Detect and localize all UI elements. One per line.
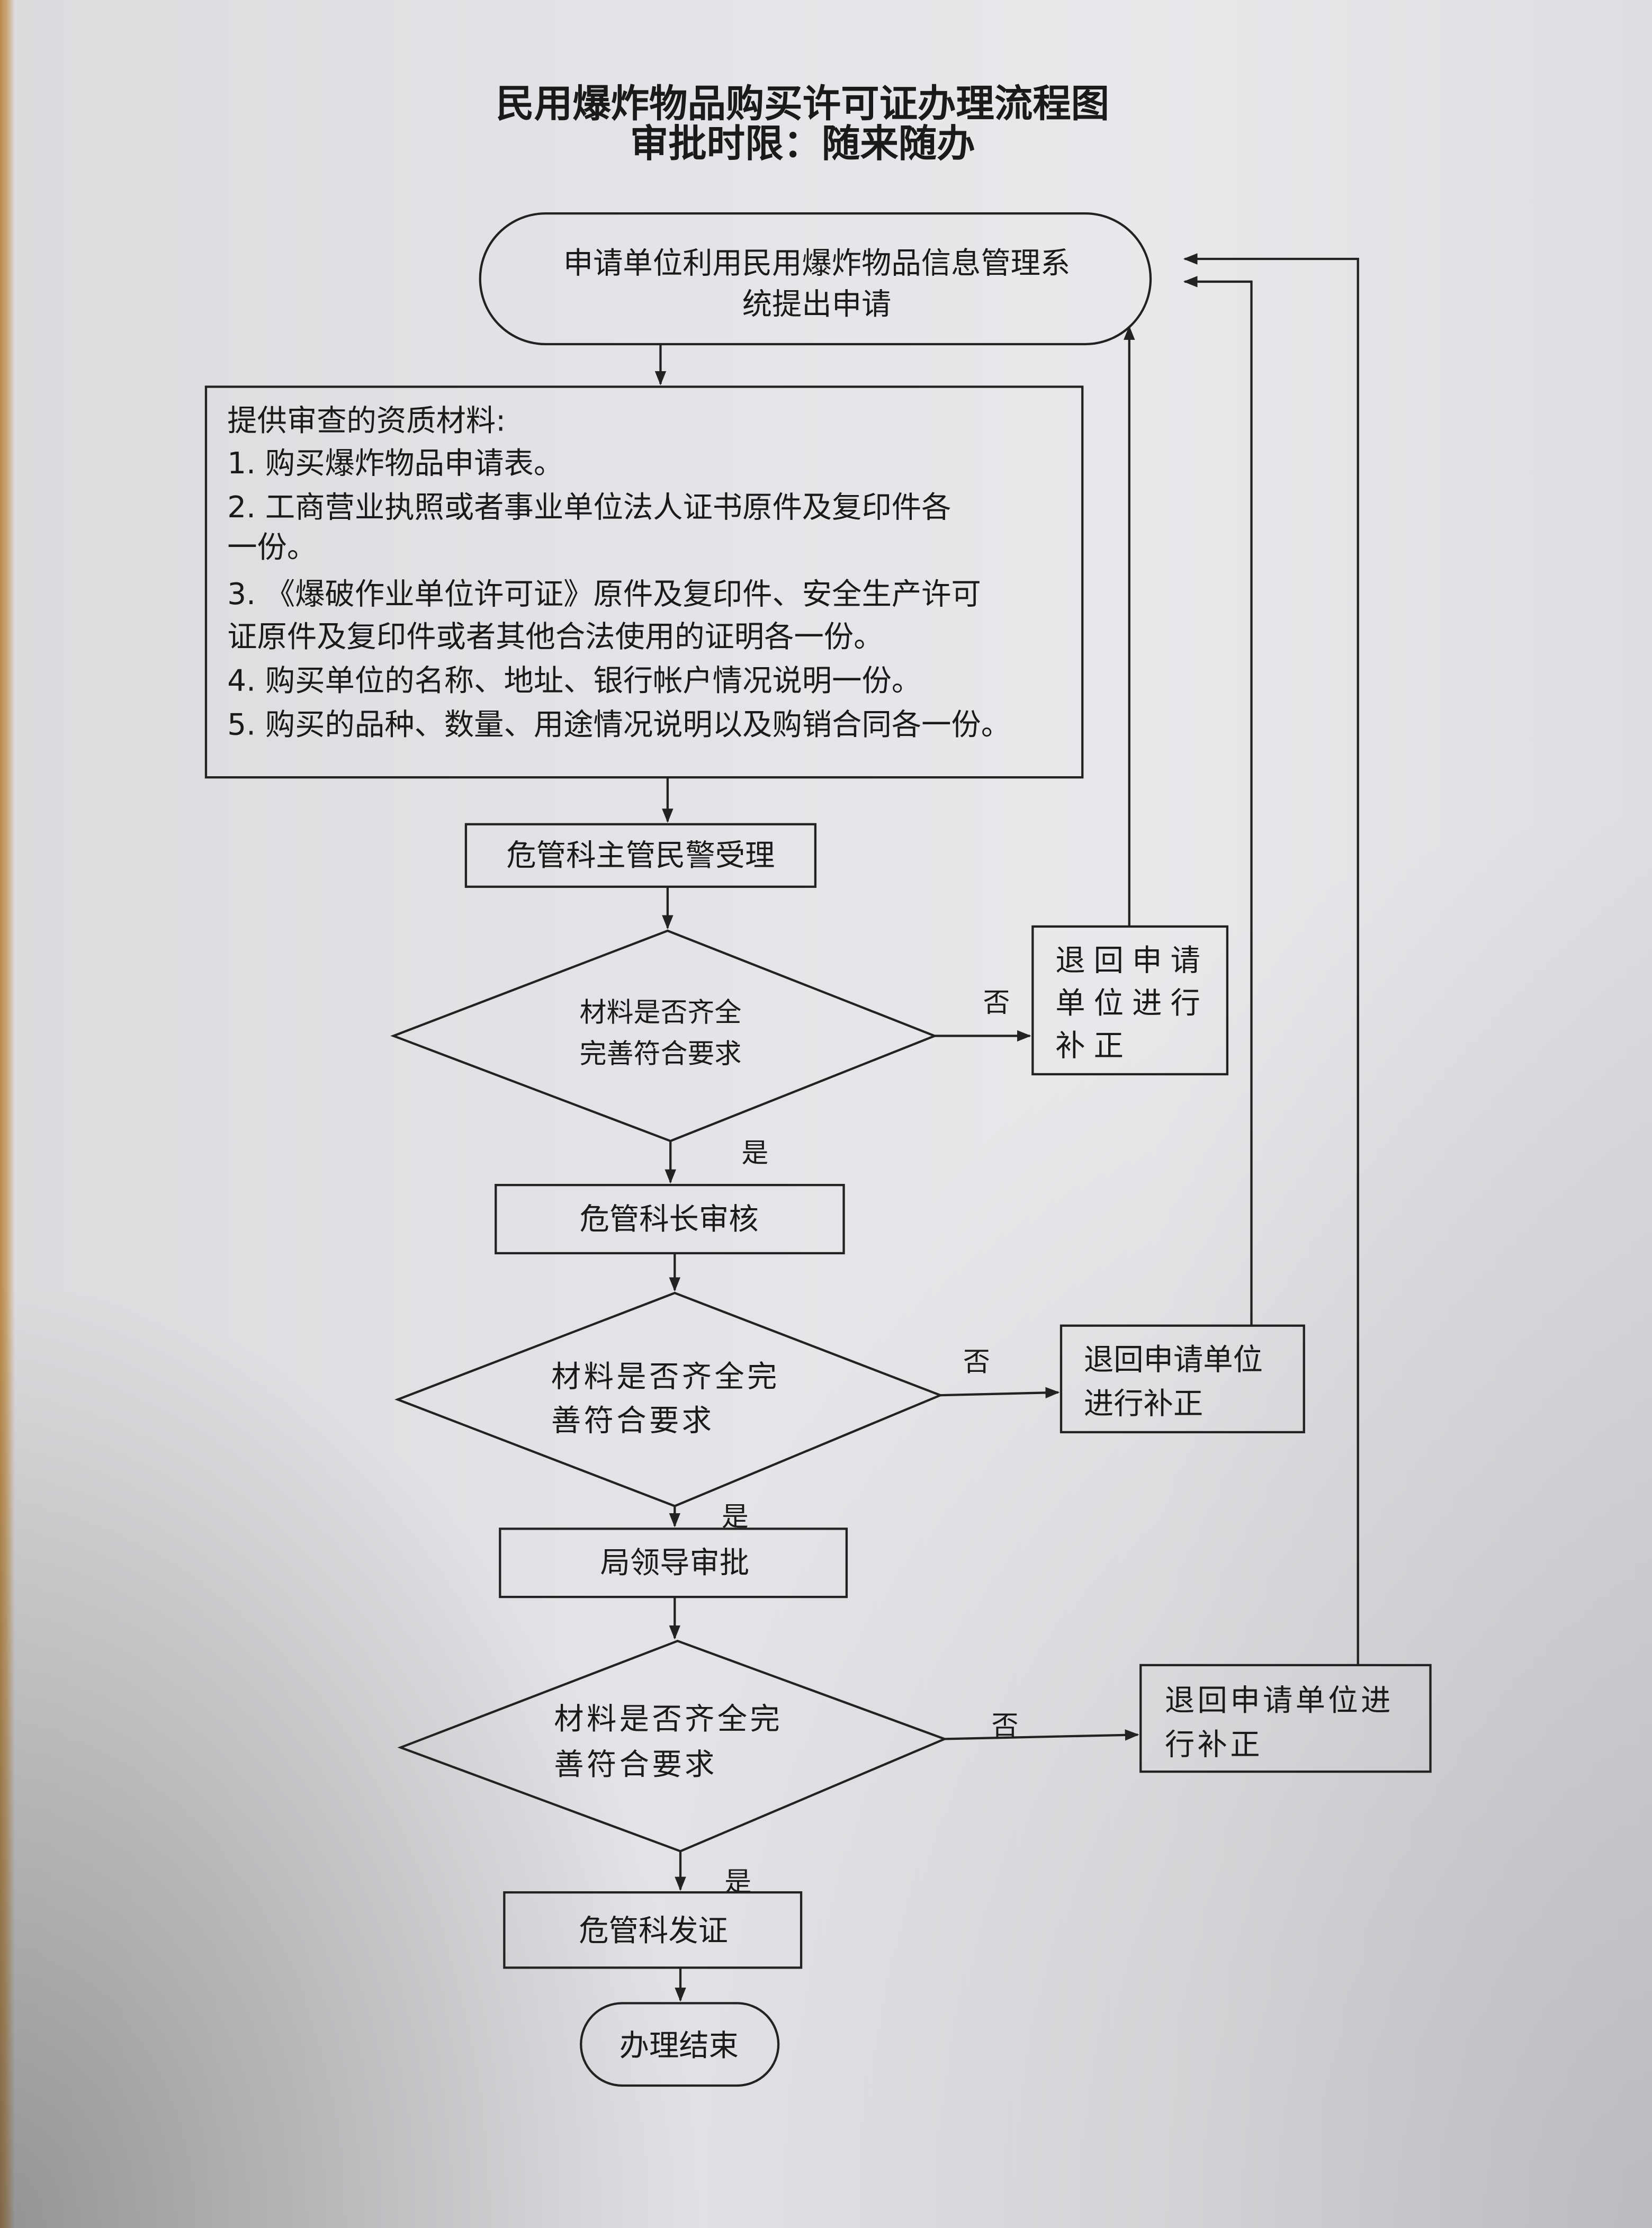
no-label-3: 否 [992, 1710, 1019, 1741]
title-line2: 审批时限：随来随办 [630, 122, 975, 166]
return-box-1: 退回申请 单位进行 补正 [1031, 925, 1229, 1076]
arrow-no-2 [940, 1387, 1060, 1399]
materials-line: 1. 购买爆炸物品申请表。 [227, 446, 563, 481]
return-box-2: 退回申请单位 进行补正 [1060, 1324, 1305, 1434]
materials-line: 证原件及复印件或者其他合法使用的证明各一份。 [227, 619, 883, 654]
decision-3: 材料是否齐全完 善符合要求 [397, 1639, 948, 1853]
materials-line: 3. 《爆破作业单位许可证》原件及复印件、安全生产许可 [227, 577, 981, 612]
materials-line: 2. 工商营业执照或者事业单位法人证书原件及复印件各 [227, 490, 951, 525]
return-2-text: 进行补正 [1084, 1387, 1203, 1421]
step-accept: 危管科主管民警受理 [464, 823, 817, 888]
yes-label-1: 是 [741, 1138, 768, 1169]
title-line1: 民用爆炸物品购买许可证办理流程图 [496, 82, 1109, 127]
decision-2-text: 善符合要求 [551, 1404, 714, 1438]
step-leader-approval-label: 局领导审批 [600, 1546, 749, 1580]
return-1-text: 单位进行 [1055, 986, 1209, 1021]
decision-1: 材料是否齐全 完善符合要求 [390, 929, 938, 1143]
decision-3-text: 材料是否齐全完 [554, 1702, 783, 1737]
no-label-2: 否 [963, 1347, 990, 1378]
no-label-1: 否 [983, 987, 1010, 1019]
return-2-text: 退回申请单位 [1084, 1343, 1263, 1377]
step-chief-review: 危管科长审核 [495, 1183, 845, 1255]
step-chief-review-label: 危管科长审核 [580, 1202, 759, 1236]
step-issue-permit-label: 危管科发证 [579, 1913, 728, 1948]
step-issue-permit: 危管科发证 [503, 1891, 803, 1969]
materials-line: 4. 购买单位的名称、地址、银行帐户情况说明一份。 [227, 664, 921, 698]
return-line-3 [1183, 253, 1359, 1665]
materials-line: 一份。 [227, 530, 317, 564]
decision-3-text: 善符合要求 [554, 1747, 717, 1782]
return-line-2 [1183, 276, 1253, 1326]
return-1-text: 补正 [1055, 1029, 1132, 1063]
materials-line: 提供审查的资质材料: [227, 404, 506, 438]
yes-label-2: 是 [722, 1502, 749, 1533]
step-accept-label: 危管科主管民警受理 [506, 839, 775, 873]
decision-2-text: 材料是否齐全完 [551, 1360, 780, 1394]
decision-1-text: 完善符合要求 [580, 1038, 742, 1070]
decision-2: 材料是否齐全完 善符合要求 [394, 1291, 944, 1507]
start-text-1: 申请单位利用民用爆炸物品信息管理系 [563, 246, 1071, 281]
end-label: 办理结束 [620, 2029, 739, 2063]
decision-1-text: 材料是否齐全 [580, 998, 742, 1029]
start-terminal: 申请单位利用民用爆炸物品信息管理系 统提出申请 [479, 212, 1152, 346]
return-box-3: 退回申请单位进 行补正 [1139, 1664, 1432, 1773]
return-3-text: 行补正 [1165, 1728, 1263, 1762]
step-leader-approval: 局领导审批 [499, 1528, 848, 1598]
start-text-2: 统提出申请 [742, 288, 892, 322]
materials-line: 5. 购买的品种、数量、用途情况说明以及购销合同各一份。 [227, 708, 1011, 742]
materials-box: 提供审查的资质材料: 1. 购买爆炸物品申请表。 2. 工商营业执照或者事业单位… [204, 385, 1084, 779]
return-3-text: 退回申请单位进 [1165, 1684, 1394, 1718]
arrow-no-3 [944, 1729, 1139, 1741]
return-1-text: 退回申请 [1055, 944, 1209, 978]
end-terminal: 办理结束 [580, 2002, 780, 2087]
